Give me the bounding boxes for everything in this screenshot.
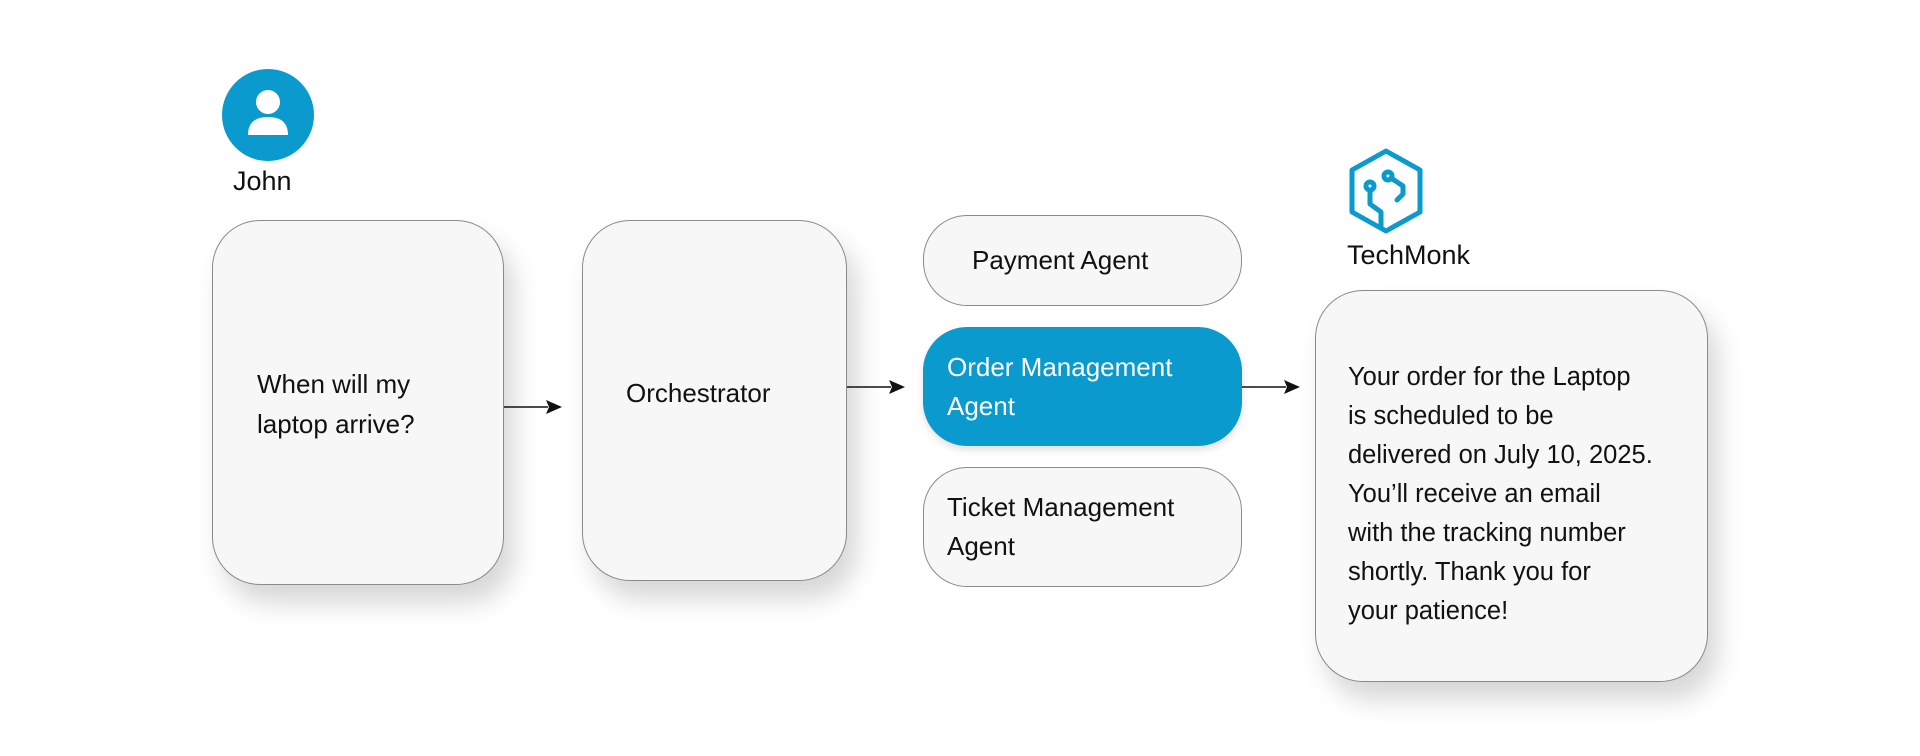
- response-text: Your order for the Laptop is scheduled t…: [1348, 358, 1653, 631]
- agent-order-management-line: Agent: [947, 390, 1015, 421]
- response-line: You’ll receive an email: [1348, 480, 1601, 508]
- agent-order-management[interactable]: Order Management Agent: [923, 327, 1242, 446]
- user-avatar-icon: [248, 90, 288, 135]
- response-line: Your order for the Laptop: [1348, 363, 1631, 391]
- user-message-text: When will my laptop arrive?: [257, 364, 415, 444]
- agent-ticket-management-label: Ticket Management Agent: [947, 488, 1174, 566]
- agent-payment[interactable]: Payment Agent: [923, 215, 1242, 306]
- orchestrator-label: Orchestrator: [626, 378, 771, 408]
- arrow-user-to-orchestrator-head: [546, 400, 562, 414]
- brand-name: TechMonk: [1347, 240, 1471, 270]
- orchestrator-card: Orchestrator: [582, 220, 847, 581]
- response-line: is scheduled to be: [1348, 402, 1554, 430]
- response-line: shortly. Thank you for: [1348, 558, 1591, 586]
- arrow-agents-to-response-head: [1284, 380, 1300, 394]
- response-line: your patience!: [1348, 597, 1509, 625]
- response-card: Your order for the Laptop is scheduled t…: [1315, 290, 1708, 682]
- arrow-orchestrator-to-agents-head: [889, 380, 905, 394]
- user-name: John: [233, 166, 292, 196]
- agent-payment-label: Payment Agent: [972, 245, 1149, 275]
- techmonk-hexagon-logo-icon: [1349, 148, 1423, 234]
- agent-order-management-label: Order Management Agent: [947, 348, 1172, 426]
- agent-order-management-line: Order Management: [947, 351, 1173, 382]
- user-avatar: [222, 69, 314, 161]
- response-line: delivered on July 10, 2025.: [1348, 441, 1653, 469]
- response-line: with the tracking number: [1348, 519, 1626, 547]
- agent-ticket-management-line: Agent: [947, 531, 1015, 561]
- agent-ticket-management-line: Ticket Management: [947, 492, 1175, 522]
- user-message-card: When will my laptop arrive?: [212, 220, 504, 585]
- user-message-line: laptop arrive?: [257, 409, 415, 439]
- user-message-line: When will my: [257, 369, 411, 399]
- agent-ticket-management[interactable]: Ticket Management Agent: [923, 467, 1242, 587]
